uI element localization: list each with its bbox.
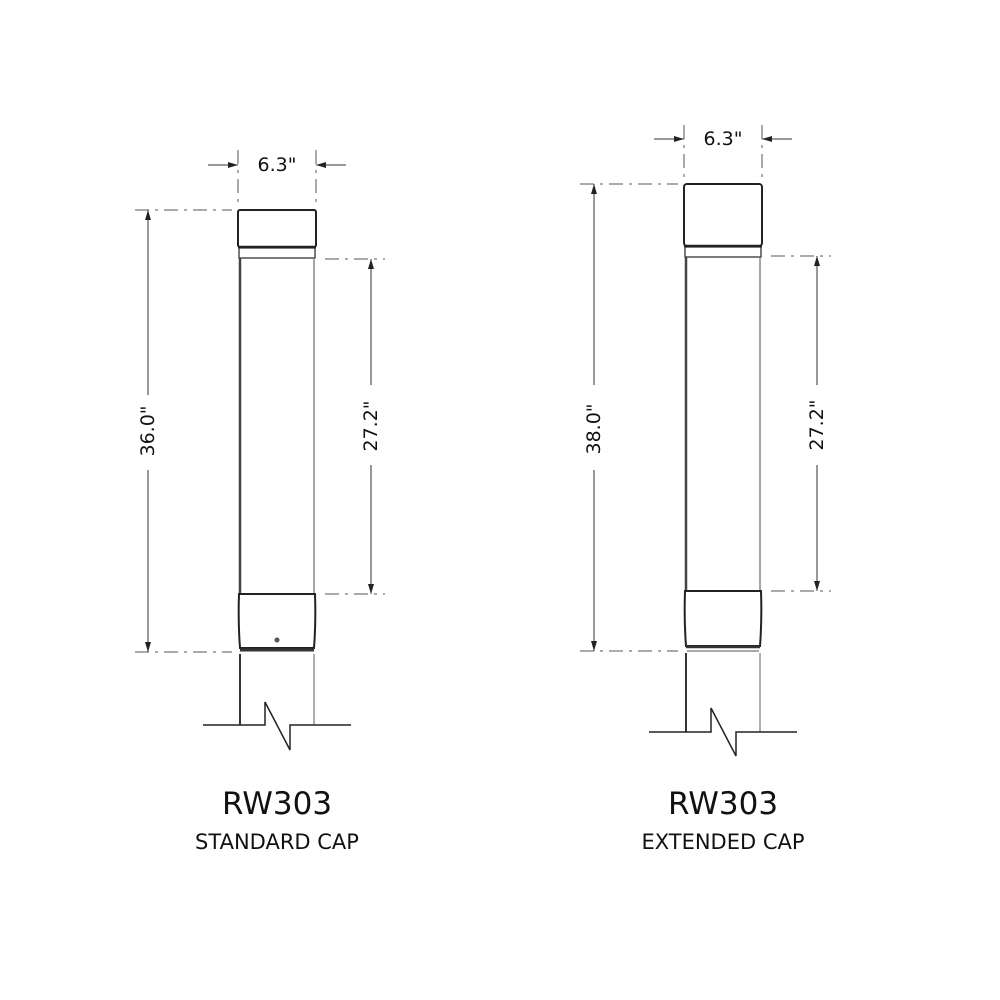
standard-cap-bollard <box>135 150 385 751</box>
standard-cap-type-label: STANDARD CAP <box>195 830 359 854</box>
standard-model-label: RW303 <box>221 786 333 822</box>
standard-body-height-dimension: 27.2" <box>360 400 382 452</box>
standard-overall-height-dimension: 36.0" <box>137 405 159 457</box>
extended-width-dimension: 6.3" <box>703 128 743 150</box>
extended-model-label: RW303 <box>667 786 779 822</box>
extended-cap-type-label: EXTENDED CAP <box>641 830 805 854</box>
extended-overall-height-dimension: 38.0" <box>583 403 605 455</box>
extended-cap-bollard <box>580 125 831 757</box>
standard-width-dimension: 6.3" <box>257 154 297 176</box>
extended-body-height-dimension: 27.2" <box>806 399 828 451</box>
